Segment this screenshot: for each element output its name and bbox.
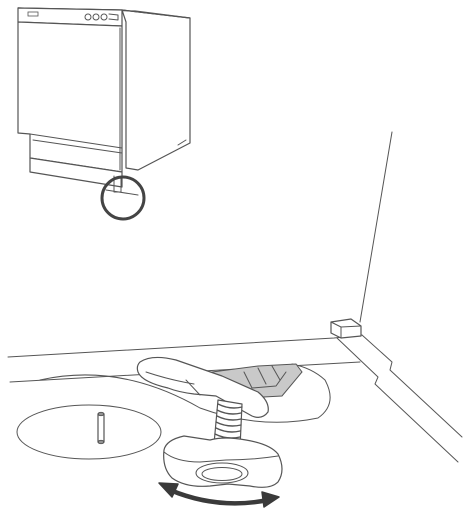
callout-circle-icon [102, 177, 144, 219]
adjusting-foot [164, 436, 282, 487]
corner-tab [331, 319, 361, 338]
floor-line [106, 190, 138, 195]
foot-knob-body [164, 436, 282, 487]
base-plate-top [8, 335, 362, 357]
dishwasher-icon [18, 8, 190, 195]
side-rail-front [337, 338, 458, 462]
detail-view [8, 132, 462, 507]
arrowhead-right [262, 492, 279, 507]
floor-ellipse-left [17, 405, 161, 459]
peg-body [98, 414, 104, 442]
arrowhead-left [159, 483, 178, 497]
dishwasher-side-panel [122, 10, 190, 170]
cabinet-upright [360, 132, 392, 322]
floor-peg [98, 412, 104, 443]
rotation-arc [170, 490, 268, 503]
dishwasher-door [18, 22, 122, 172]
